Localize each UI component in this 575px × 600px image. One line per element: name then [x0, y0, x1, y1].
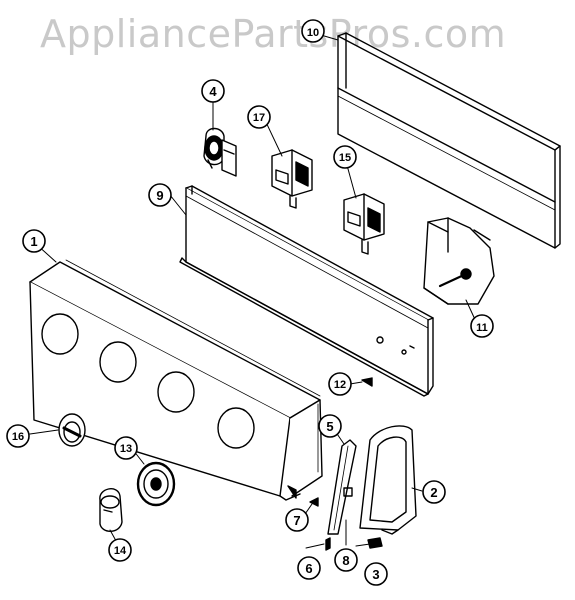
callout-16: 16 — [6, 424, 30, 448]
watermark: AppliancePartsPros.com — [40, 12, 507, 56]
svg-text:12: 12 — [334, 379, 346, 391]
knob-part-14 — [99, 488, 123, 532]
callout-2: 2 — [422, 480, 446, 504]
knob-part-16 — [58, 413, 86, 447]
callout-9: 9 — [148, 183, 172, 207]
callout-17: 17 — [247, 105, 271, 129]
callout-8: 8 — [334, 548, 358, 572]
switch-part-15 — [343, 193, 385, 255]
svg-text:6: 6 — [305, 561, 312, 576]
callout-10: 10 — [301, 19, 325, 43]
end-cap-part — [359, 425, 417, 535]
svg-text:1: 1 — [30, 234, 37, 249]
svg-text:15: 15 — [339, 152, 351, 164]
svg-text:10: 10 — [307, 27, 319, 39]
svg-text:16: 16 — [12, 431, 24, 443]
svg-text:13: 13 — [120, 443, 132, 455]
callout-14: 14 — [108, 538, 132, 562]
callout-15: 15 — [333, 145, 357, 169]
svg-text:7: 7 — [293, 513, 300, 528]
trim-strip-part — [327, 439, 357, 535]
callouts: 1 2 3 4 5 6 7 8 9 10 11 12 13 14 15 16 1… — [6, 19, 494, 586]
callout-12: 12 — [328, 372, 352, 396]
mounting-panel-part — [179, 185, 434, 397]
callout-5: 5 — [318, 414, 342, 438]
callout-4: 4 — [201, 79, 225, 103]
screw-part-12 — [361, 377, 373, 387]
rear-panel-part — [337, 32, 561, 249]
switch-part-17 — [271, 149, 313, 209]
motor-part — [423, 217, 495, 305]
dial-part-13 — [136, 461, 176, 507]
callout-1: 1 — [22, 229, 46, 253]
callout-7: 7 — [285, 508, 309, 532]
svg-text:8: 8 — [342, 553, 349, 568]
callout-3: 3 — [364, 562, 388, 586]
callout-11: 11 — [470, 314, 494, 338]
clip-part-3 — [367, 537, 383, 549]
callout-13: 13 — [114, 436, 138, 460]
svg-text:9: 9 — [156, 188, 163, 203]
label-part — [343, 487, 353, 497]
screw-part-6 — [325, 537, 331, 551]
svg-text:3: 3 — [372, 567, 379, 582]
callout-6: 6 — [297, 556, 321, 580]
screw-part-7 — [309, 497, 319, 507]
svg-text:5: 5 — [326, 419, 333, 434]
svg-text:11: 11 — [476, 322, 488, 334]
svg-text:17: 17 — [253, 112, 265, 124]
timer-part — [203, 127, 237, 177]
svg-text:14: 14 — [114, 545, 127, 557]
control-panel-part — [29, 259, 323, 501]
svg-text:4: 4 — [209, 84, 217, 99]
svg-text:2: 2 — [430, 485, 437, 500]
